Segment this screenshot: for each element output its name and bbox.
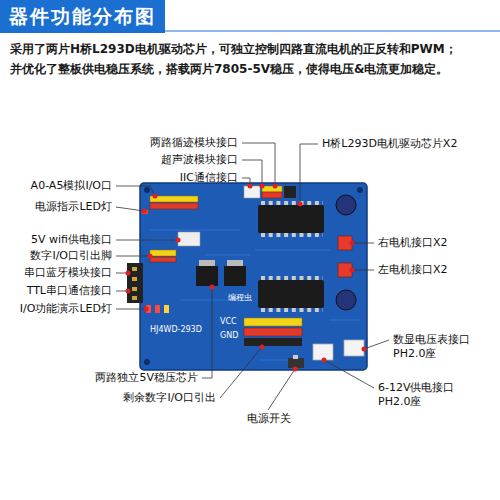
black-pin-header bbox=[284, 186, 296, 198]
silkscreen-text: HJ4WD-293D bbox=[150, 326, 202, 335]
callout-label: 左电机接口X2 bbox=[378, 263, 448, 277]
silkscreen-text: GND bbox=[220, 332, 238, 341]
leader-dot bbox=[153, 194, 158, 199]
leader-dot bbox=[148, 254, 153, 259]
callout-label: A0-A5模拟I/O口 bbox=[31, 179, 112, 193]
leader-line bbox=[116, 207, 144, 211]
chip-pins bbox=[261, 308, 323, 312]
callout-label: 串口蓝牙模块接口 bbox=[24, 266, 112, 280]
leader-dot bbox=[126, 271, 131, 276]
header-pin bbox=[132, 267, 137, 271]
leader-line bbox=[324, 360, 374, 388]
callout-label: 剩余数字I/O口引出 bbox=[123, 391, 216, 405]
header-pin bbox=[132, 287, 137, 291]
callout-label: 数显电压表接口 PH2.0座 bbox=[393, 333, 473, 362]
yellow-pin-header bbox=[262, 186, 282, 192]
leader-line bbox=[242, 143, 275, 186]
regulator-chip bbox=[224, 266, 246, 286]
description: 采用了两片H桥L293D电机驱动芯片，可独立控制四路直流电机的正反转和PWM； … bbox=[10, 40, 460, 80]
leader-line bbox=[116, 256, 150, 257]
leader-dot bbox=[322, 358, 327, 363]
leader-lines bbox=[116, 143, 389, 410]
leader-dot bbox=[293, 367, 298, 372]
callout-label: TTL串口通信接口 bbox=[27, 284, 112, 298]
regulator-tab bbox=[227, 260, 243, 266]
leader-line bbox=[202, 287, 212, 378]
leader-dot bbox=[362, 347, 367, 352]
callout-label: 数字I/O口引出脚 bbox=[30, 249, 112, 263]
red-pin-header bbox=[150, 257, 176, 262]
leader-dot bbox=[260, 184, 265, 189]
pcb-board bbox=[140, 183, 367, 370]
mount-hole bbox=[144, 187, 150, 193]
pcb-trace bbox=[150, 230, 360, 360]
callout-label: 超声波模块接口 bbox=[161, 153, 238, 167]
silkscreen-text: VCC bbox=[220, 318, 237, 327]
leader-line bbox=[352, 270, 374, 271]
leader-line bbox=[352, 243, 374, 244]
callout-label: I/O功能演示LED灯 bbox=[20, 302, 112, 316]
leader-dot bbox=[144, 307, 149, 312]
silkscreen-text: 编程虫 bbox=[228, 294, 252, 303]
regulator-chip bbox=[196, 266, 218, 286]
leader-line bbox=[116, 186, 155, 196]
ph20-connector bbox=[313, 344, 333, 360]
header-pin bbox=[132, 277, 137, 281]
callout-label: 两路循迹模块接口 bbox=[150, 136, 238, 150]
black-pin-header bbox=[244, 338, 302, 346]
leader-dot bbox=[248, 184, 253, 189]
ph20-connector bbox=[344, 340, 364, 356]
leader-dot bbox=[298, 202, 303, 207]
l293d-chip bbox=[258, 280, 324, 308]
red-pin-header bbox=[244, 328, 302, 336]
callout-label: 两路独立5V稳压芯片 bbox=[95, 371, 198, 385]
red-pin-header bbox=[262, 192, 282, 198]
io-led bbox=[164, 305, 169, 313]
callout-label: 右电机接口X2 bbox=[378, 236, 448, 250]
mount-hole bbox=[144, 359, 150, 365]
io-led bbox=[155, 305, 160, 313]
red-pin-header bbox=[150, 203, 198, 209]
leader-dot bbox=[350, 268, 355, 273]
callout-label: 5V wifi供电接口 bbox=[31, 233, 112, 247]
header-pin bbox=[132, 296, 137, 300]
chip-pins bbox=[261, 276, 323, 280]
callout-label: 6-12V供电接口 PH2.0座 bbox=[378, 381, 458, 410]
leader-dot bbox=[142, 209, 147, 214]
title-banner: 器件功能分布图 bbox=[0, 0, 165, 33]
leader-line bbox=[116, 309, 146, 310]
capacitor bbox=[336, 195, 356, 215]
yellow-pin-header bbox=[244, 318, 302, 326]
switch-knob bbox=[293, 355, 298, 359]
leader-line bbox=[268, 369, 295, 410]
leader-line bbox=[364, 340, 389, 349]
l293d-chip bbox=[258, 205, 324, 233]
chip-pins bbox=[261, 201, 323, 205]
callout-label: 电源指示LED灯 bbox=[35, 200, 112, 214]
white-connector bbox=[178, 232, 200, 246]
leader-dot bbox=[350, 241, 355, 246]
callout-label: 电源开关 bbox=[247, 412, 291, 426]
chip-pins bbox=[261, 233, 323, 237]
callout-label: H桥L293D电机驱动芯片X2 bbox=[322, 137, 457, 151]
leader-line bbox=[242, 160, 262, 186]
yellow-pin-header bbox=[150, 250, 176, 256]
leader-line bbox=[116, 240, 178, 241]
leader-dots bbox=[126, 184, 367, 372]
leader-dot bbox=[260, 345, 265, 350]
mount-hole bbox=[357, 187, 363, 193]
callout-label: IIC通信接口 bbox=[180, 171, 238, 185]
leader-line bbox=[220, 347, 262, 398]
leader-dot bbox=[273, 184, 278, 189]
regulator-tab bbox=[199, 260, 215, 266]
power-switch bbox=[288, 358, 304, 368]
black-pin-header bbox=[127, 263, 143, 303]
leader-line bbox=[300, 144, 318, 203]
leader-dot bbox=[210, 285, 215, 290]
white-connector bbox=[244, 186, 260, 198]
leader-dot bbox=[176, 238, 181, 243]
capacitor bbox=[336, 290, 356, 310]
leader-dot bbox=[126, 289, 131, 294]
